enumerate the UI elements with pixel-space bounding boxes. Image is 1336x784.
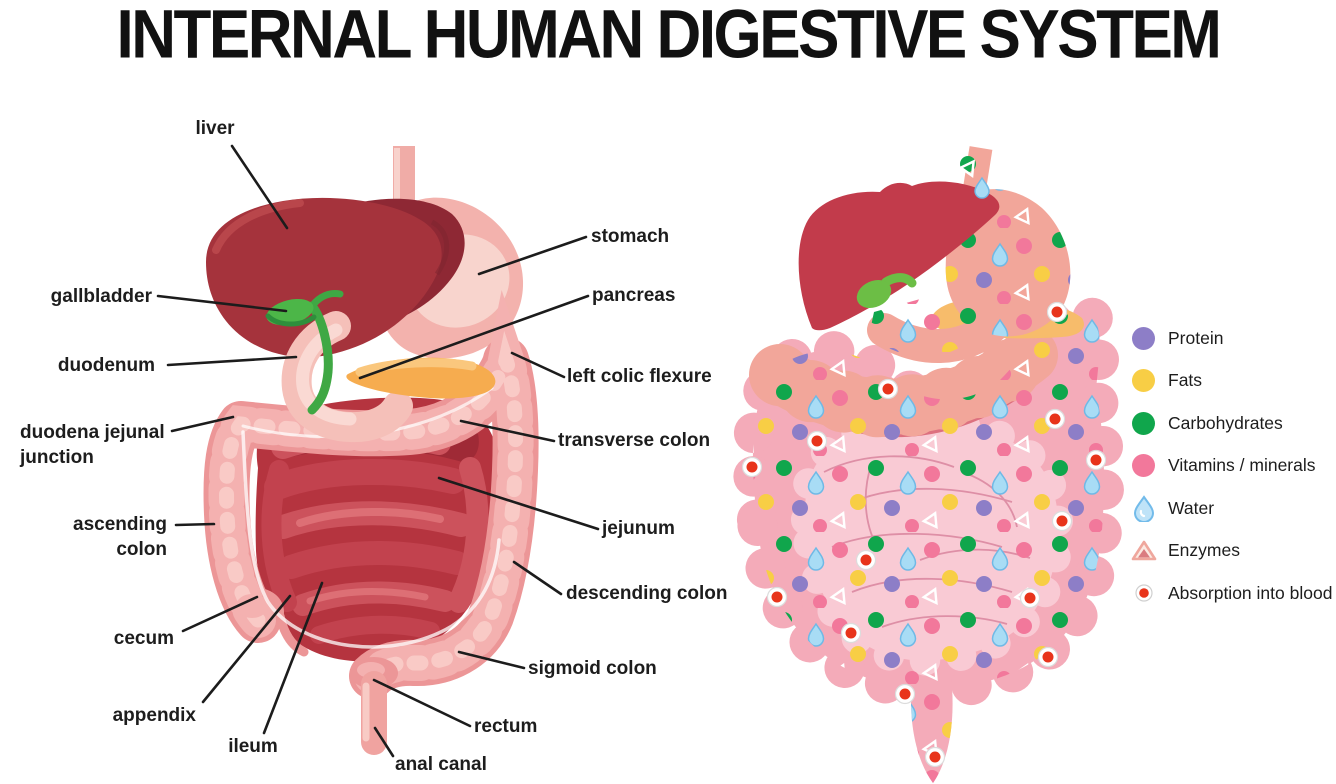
leader-line-ileum [262, 581, 324, 735]
gallbladder-flat [856, 273, 917, 309]
left-diagram-illustration [203, 146, 539, 755]
legend-item-absorption: Absorption into blood [1130, 572, 1332, 615]
leader-line-pancreas [358, 294, 590, 380]
legend-label: Vitamins / minerals [1168, 455, 1316, 476]
liver-shape [206, 197, 465, 358]
liver-flat [798, 181, 1000, 331]
legend-item-water: Water [1130, 487, 1332, 530]
leader-line-appendix [201, 594, 292, 704]
enzyme-triangle-deco [958, 159, 976, 178]
legend-item-fats: Fats [1130, 360, 1332, 403]
label-duodena-jejunal-junction: duodena jejunal junction [20, 422, 165, 468]
legend-label: Fats [1168, 370, 1203, 391]
carbohydrates-circle-icon [1130, 409, 1157, 437]
label-ascending-colon: ascending colon [73, 514, 167, 560]
leader-line-descending-colon [512, 560, 563, 596]
gallbladder-shape [265, 290, 344, 415]
absorption-dot-icon [1130, 579, 1157, 607]
leader-line-jejunum [437, 476, 600, 531]
fats-circle-icon [1130, 367, 1157, 395]
leader-line-duodenum [166, 355, 298, 367]
legend: Protein Fats Carbohydrates Vitamins / mi… [1130, 317, 1332, 615]
label-descending-colon: descending colon [566, 583, 728, 604]
leader-line-anal-canal [373, 726, 395, 758]
leader-line-stomach [477, 235, 588, 276]
leader-line-transverse-colon [459, 419, 556, 443]
legend-label: Water [1168, 497, 1215, 518]
leader-line-sigmoid-colon [457, 650, 526, 670]
legend-label: Enzymes [1168, 540, 1240, 561]
leader-line-left-colic-flexure [510, 351, 566, 379]
leader-line-ascending-colon [174, 522, 216, 527]
label-gallbladder: gallbladder [50, 286, 152, 307]
label-ileum: ileum [228, 736, 278, 757]
right-diagram-illustration [732, 146, 1124, 783]
legend-label: Carbohydrates [1168, 412, 1283, 433]
label-stomach: stomach [591, 226, 670, 247]
leader-line-gallbladder [156, 294, 288, 313]
large-intestine-shape [203, 289, 539, 755]
leader-line-liver [230, 144, 289, 230]
vitamins-circle-icon [1130, 452, 1157, 480]
label-sigmoid-colon: sigmoid colon [528, 658, 657, 679]
label-left-colic-flexure: left colic flexure [567, 366, 712, 387]
water-droplet-deco [974, 176, 990, 199]
label-rectum: rectum [474, 716, 538, 737]
legend-label: Protein [1168, 327, 1224, 348]
leader-line-cecum [181, 595, 259, 633]
label-duodenum: duodenum [57, 355, 155, 376]
label-appendix: appendix [112, 705, 196, 726]
label-transverse-colon: transverse colon [558, 430, 711, 451]
leader-line-duodena-jejunal-junction [170, 415, 235, 433]
legend-label: Absorption into blood [1168, 582, 1333, 603]
label-pancreas: pancreas [592, 285, 676, 306]
label-cecum: cecum [113, 628, 174, 649]
enzymes-triangle-icon [1130, 537, 1157, 565]
water-droplet-icon [1130, 494, 1157, 522]
legend-item-protein: Protein [1130, 317, 1332, 360]
leader-line-rectum [372, 678, 472, 728]
label-anal-canal: anal canal [395, 754, 487, 775]
legend-item-carbohydrates: Carbohydrates [1130, 402, 1332, 445]
label-liver: liver [195, 118, 235, 139]
leader-lines [156, 144, 600, 758]
page-title: INTERNAL HUMAN DIGESTIVE SYSTEM [116, 0, 1222, 74]
legend-item-vitamins-minerals: Vitamins / minerals [1130, 445, 1332, 488]
legend-item-enzymes: Enzymes [1130, 530, 1332, 573]
protein-circle-icon [1130, 324, 1157, 352]
label-jejunum: jejunum [602, 518, 675, 539]
